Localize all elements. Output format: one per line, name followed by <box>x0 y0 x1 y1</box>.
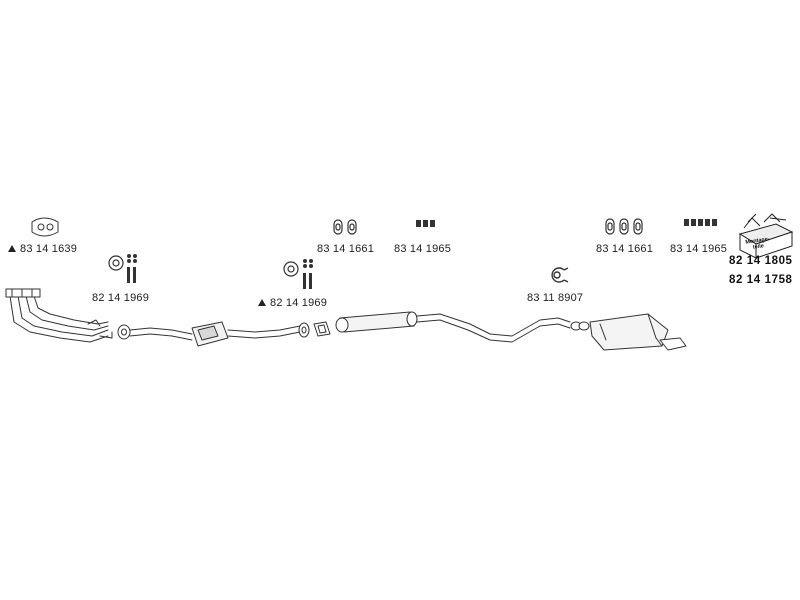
centre-silencer <box>335 311 418 333</box>
warning-triangle-icon <box>258 299 266 306</box>
mounting-clip-icon <box>416 220 435 227</box>
seal-ring-and-bolts-icon <box>108 254 137 283</box>
gasket-icon <box>31 217 59 237</box>
exhaust-system <box>5 288 687 351</box>
part-number-label: 83 11 8907 <box>527 292 584 304</box>
part-number-label: 83 14 1661 <box>317 243 375 255</box>
part-number-label: 83 14 1639 <box>8 243 77 255</box>
part-number-label: 82 14 1969 <box>92 292 150 304</box>
mid-pipe-1 <box>129 327 193 335</box>
part-number-label: 83 14 1965 <box>670 243 728 255</box>
flange-2 <box>298 322 310 338</box>
mid-pipe-2 <box>227 325 301 333</box>
part-number-label: 83 14 1965 <box>394 243 452 255</box>
part-number-label: 82 14 1805 <box>729 255 793 267</box>
pipe-clamp-icon <box>551 267 569 283</box>
part-number-label: 82 14 1969 <box>258 297 327 309</box>
part-number-label: 82 14 1758 <box>729 274 793 286</box>
rubber-mount-icon-2 <box>605 218 643 235</box>
seal-ring-and-bolts-icon-2 <box>283 259 313 289</box>
mounting-clip-icon-2 <box>684 219 717 226</box>
flange-1 <box>117 324 131 340</box>
rear-silencer <box>589 313 687 351</box>
mounting-kit-box-icon <box>738 213 794 259</box>
part-number-label: 83 14 1661 <box>596 243 654 255</box>
rubber-mount-icon <box>333 219 357 235</box>
mid-pipe-3 <box>416 313 571 337</box>
warning-triangle-icon <box>8 245 16 252</box>
front-pipe <box>5 288 113 343</box>
catalytic-converter <box>191 321 229 347</box>
clamp-sleeve <box>313 321 331 337</box>
rear-clamp <box>570 321 590 331</box>
